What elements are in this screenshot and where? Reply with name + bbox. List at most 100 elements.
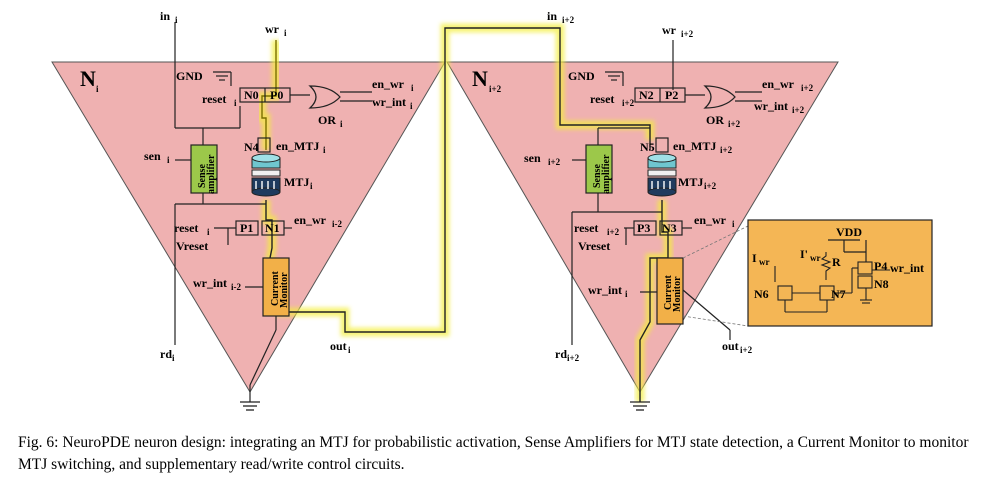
wr-int2-label-left: wr_int [193, 276, 227, 290]
p1-label: P1 [240, 221, 253, 235]
out-label-right-sub: i+2 [740, 345, 753, 355]
wr-int2-label-right: wr_int [588, 283, 622, 297]
wr-int-label-left-sub: i [410, 101, 413, 111]
iwr-label-sub: wr [759, 257, 770, 267]
sen-label-left-sub: i [167, 155, 170, 165]
gnd-label-right: GND [568, 69, 595, 83]
rd-label-right-sub: i+2 [567, 353, 580, 363]
n4-label: N4 [244, 140, 259, 154]
p0-label: P0 [270, 88, 283, 102]
neuron-right-name-sub: i+2 [489, 84, 502, 94]
vreset-label-left: Vreset [176, 239, 208, 253]
neuron-schematic: N i in i wr i GND N0 P0 reset i en_wr i … [51, 9, 933, 411]
rd-label-left: rd [160, 347, 172, 361]
sense-amp-left-line2: amplifier [206, 154, 217, 194]
n1-label: N1 [265, 221, 280, 235]
p3-label: P3 [637, 221, 650, 235]
in-label-left-sub: i [175, 15, 178, 25]
gnd-label-left: GND [176, 69, 203, 83]
neuron-left-name-sub: i [96, 84, 99, 94]
r-label: R [832, 255, 841, 269]
reset2-label-right-sub: i+2 [607, 227, 620, 237]
sen-label-right: sen [524, 151, 541, 165]
reset2-label-left: reset [174, 221, 198, 235]
sen-label-right-sub: i+2 [548, 157, 561, 167]
out-label-left-sub: i [348, 345, 351, 355]
n2-label: N2 [639, 88, 654, 102]
gnd-symbol-right [605, 71, 624, 86]
mtj-label-left-sub: i [310, 181, 313, 191]
vdd-label: VDD [836, 225, 862, 239]
en-wr-label-left: en_wr [372, 77, 405, 91]
out-label-right: out [722, 339, 739, 353]
figure-caption-text: NeuroPDE neuron design: integrating an M… [18, 434, 969, 473]
reset-label-right-sub: i+2 [622, 98, 635, 108]
mtj-label-right-sub: i+2 [704, 181, 717, 191]
cm-right-line1: Current [663, 275, 674, 310]
reset2-label-right: reset [574, 221, 598, 235]
or-label-right-sub: i+2 [728, 119, 741, 129]
n8-label: N8 [874, 277, 889, 291]
ground-symbol-left [240, 401, 260, 411]
n7-label: N7 [831, 287, 846, 301]
wr-int2-label-left-sub: i-2 [231, 282, 241, 292]
iwr2-label-sub: wr [810, 253, 821, 263]
or-gate-right [703, 85, 736, 109]
or-gate-left [308, 85, 341, 109]
en-wr-label-right-sub: i+2 [801, 83, 814, 93]
en-mtj-label-left-sub: i [323, 145, 326, 155]
sense-amp-right-line1: Sense [592, 164, 603, 188]
n5-label: N5 [640, 140, 655, 154]
reset-label-right: reset [590, 92, 614, 106]
mtj-label-right: MTJ [678, 175, 703, 189]
in-label-right-sub: i+2 [562, 15, 575, 25]
reset-label-left-sub: i [234, 98, 237, 108]
vreset-label-right: Vreset [578, 239, 610, 253]
cm-right-line2: Monitor [672, 276, 683, 312]
current-monitor-inset: VDD R I wr I' wr P4 wr_int N6 N7 N8 [747, 219, 933, 327]
neuron-left: N i in i wr i GND N0 P0 reset i en_wr i … [80, 9, 414, 411]
en-wr2-label-right-sub: i [732, 219, 735, 229]
n6-label: N6 [754, 287, 769, 301]
mtj-label-left: MTJ [284, 175, 309, 189]
reset-label-left: reset [202, 92, 226, 106]
neuron-left-name: N [80, 66, 96, 91]
or-label-right: OR [706, 113, 724, 127]
neuron-right-name: N [472, 66, 488, 91]
sense-amp-left-line1: Sense [197, 164, 208, 188]
wr-int-label-right-sub: i+2 [792, 105, 805, 115]
wr-int-label-left: wr_int [372, 95, 406, 109]
current-monitor-left [262, 257, 290, 317]
en-wr-label-right: en_wr [762, 77, 795, 91]
in-label-left: in [160, 9, 170, 23]
in-label-right: in [547, 9, 557, 23]
wr-label-left-sub: i [284, 28, 287, 38]
mtj-right [647, 153, 677, 197]
wr-label-right: wr [662, 23, 677, 37]
sense-amplifier-right [585, 144, 613, 194]
en-wr-label-left-sub: i [411, 83, 414, 93]
wr-label-right-sub: i+2 [681, 29, 694, 39]
en-mtj-label-right-sub: i+2 [720, 145, 733, 155]
n3-label: N3 [662, 221, 677, 235]
gnd-symbol-left [213, 71, 232, 86]
cm-left-line1: Current [270, 271, 281, 306]
rd-label-left-sub: i [172, 353, 175, 363]
figure-caption-label: Fig. 6: [18, 434, 59, 451]
figure-caption: Fig. 6: NeuroPDE neuron design: integrat… [18, 432, 986, 476]
out-label-left: out [330, 339, 347, 353]
sen-label-left: sen [144, 149, 161, 163]
en-wr2-label-left-sub: i-2 [332, 219, 342, 229]
wr-int2-label-right-sub: i [625, 289, 628, 299]
iwr-label: I [752, 251, 757, 265]
neuron-left-triangle [51, 61, 446, 393]
reset2-label-left-sub: i [207, 227, 210, 237]
en-mtj-label-right: en_MTJ [673, 139, 716, 153]
wr-int-label-right: wr_int [754, 99, 788, 113]
rd-label-right: rd [555, 347, 567, 361]
sense-amp-right-line2: amplifier [601, 154, 612, 194]
wr-int-inset-label: wr_int [890, 261, 924, 275]
or-label-left-sub: i [340, 119, 343, 129]
iwr2-label: I' [800, 247, 808, 261]
neuron-right-triangle [446, 61, 839, 393]
